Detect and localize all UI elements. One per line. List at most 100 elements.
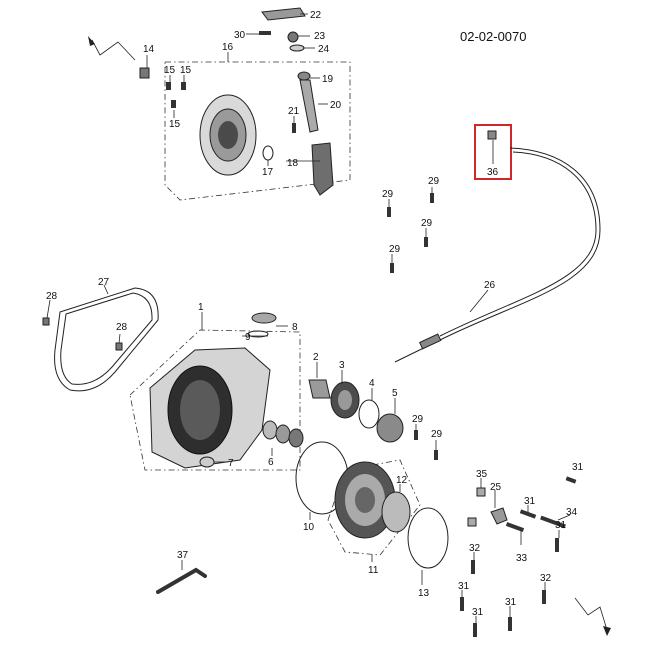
bolt-31e[interactable]: [473, 623, 477, 637]
bolt-15c[interactable]: [171, 100, 176, 108]
callout-3: 3: [339, 360, 345, 371]
bolt-30[interactable]: [259, 31, 271, 35]
upper-group-border: [164, 61, 351, 201]
bolt-15a[interactable]: [166, 82, 171, 90]
bolt-31c[interactable]: [555, 538, 559, 552]
callout-28b: 28: [116, 322, 128, 333]
callout-7: 7: [228, 458, 234, 469]
plate-12[interactable]: [381, 491, 411, 533]
rotor-group: [295, 441, 449, 585]
callout-29a: 29: [382, 189, 394, 200]
shaft-20[interactable]: [299, 79, 319, 133]
bolt-29c[interactable]: [424, 237, 428, 247]
bolts-29-lower: [414, 424, 438, 460]
bolt-31d[interactable]: [460, 597, 464, 611]
callout-32a: 32: [469, 543, 481, 554]
nut-23[interactable]: [287, 31, 299, 43]
callout-11: 11: [368, 565, 379, 576]
cap-8[interactable]: [251, 312, 277, 324]
washer-24[interactable]: [289, 44, 305, 52]
arrow-head-icon: [88, 36, 95, 46]
callout-15c: 15: [169, 119, 181, 130]
oring-17[interactable]: [262, 145, 274, 161]
callout-31c: 31: [555, 520, 567, 531]
callout-28a: 28: [46, 291, 58, 302]
bolt-29d[interactable]: [390, 263, 394, 273]
bolt-31f[interactable]: [508, 617, 512, 631]
callout-1: 1: [198, 302, 204, 313]
bolt-32b[interactable]: [542, 590, 546, 604]
seal-7[interactable]: [199, 456, 215, 468]
pin-28a[interactable]: [42, 317, 50, 326]
direction-arrow-top: [91, 39, 136, 61]
bolt-29b[interactable]: [430, 193, 434, 203]
bolt-31b[interactable]: [519, 509, 537, 519]
fitting-14[interactable]: [139, 67, 150, 79]
callout-31f: 31: [505, 597, 517, 608]
pin-28b[interactable]: [115, 342, 123, 351]
cable-group: [394, 124, 601, 363]
oring-4[interactable]: [358, 399, 380, 429]
bolt-32a[interactable]: [471, 560, 475, 574]
callout-36: 36: [487, 167, 499, 178]
oring-13[interactable]: [407, 507, 449, 569]
gasket-27[interactable]: [54, 287, 159, 392]
callout-18: 18: [287, 158, 299, 169]
lever-22[interactable]: [261, 7, 306, 21]
callout-31e: 31: [472, 607, 484, 618]
callout-5: 5: [392, 388, 398, 399]
cap-5[interactable]: [376, 413, 404, 443]
rotor-group-border: [327, 459, 421, 556]
bearing-6a[interactable]: [262, 420, 278, 440]
bolt-34[interactable]: [540, 515, 566, 529]
bushing-35b[interactable]: [467, 517, 477, 527]
bearing-6c[interactable]: [288, 428, 304, 448]
fitting-36[interactable]: [487, 130, 497, 140]
callout-29c: 29: [421, 218, 433, 229]
bushing-35[interactable]: [476, 487, 486, 497]
crankcase-cover-group: [129, 312, 304, 471]
part-18[interactable]: [311, 142, 334, 196]
callout-15a: 15: [164, 65, 176, 76]
callout-8: 8: [292, 322, 298, 333]
callout-10: 10: [303, 522, 315, 533]
pin-21[interactable]: [292, 123, 296, 133]
callout-34: 34: [566, 507, 578, 518]
bolt-29f[interactable]: [434, 450, 438, 460]
cable-26[interactable]: [394, 147, 601, 363]
callout-9: 9: [245, 332, 251, 343]
callout-29b: 29: [428, 176, 440, 187]
callout-20: 20: [330, 100, 342, 111]
callout-31b: 31: [524, 496, 536, 507]
arrow-head-icon-2: [603, 626, 611, 636]
hardware-group: [460, 476, 611, 637]
filter-group: [308, 362, 404, 443]
seal-19[interactable]: [297, 71, 311, 81]
bolt-31a[interactable]: [565, 476, 577, 484]
callout-27: 27: [98, 277, 110, 288]
bracket-25[interactable]: [490, 507, 508, 525]
callout-26: 26: [484, 280, 496, 291]
callout-13: 13: [418, 588, 430, 599]
callout-21: 21: [288, 106, 300, 117]
spring-2[interactable]: [308, 379, 331, 399]
bolt-29a[interactable]: [387, 207, 391, 217]
callout-37: 37: [177, 550, 189, 561]
highlight-box-36: [474, 124, 512, 180]
upper-cover-group: [88, 7, 351, 201]
callout-30: 30: [234, 30, 246, 41]
bolt-15b[interactable]: [181, 82, 186, 90]
callout-31a: 31: [572, 462, 584, 473]
callout-33: 33: [516, 553, 528, 564]
hex-key-37[interactable]: [156, 567, 207, 594]
callout-31d: 31: [458, 581, 470, 592]
bearing-6b[interactable]: [275, 424, 291, 444]
bolts-29-upper: [387, 187, 434, 273]
bolt-29e[interactable]: [414, 430, 418, 440]
bolt-33[interactable]: [505, 522, 525, 532]
callout-16: 16: [222, 42, 234, 53]
callout-25: 25: [490, 482, 502, 493]
oring-9[interactable]: [247, 330, 269, 338]
callout-35: 35: [476, 469, 488, 480]
